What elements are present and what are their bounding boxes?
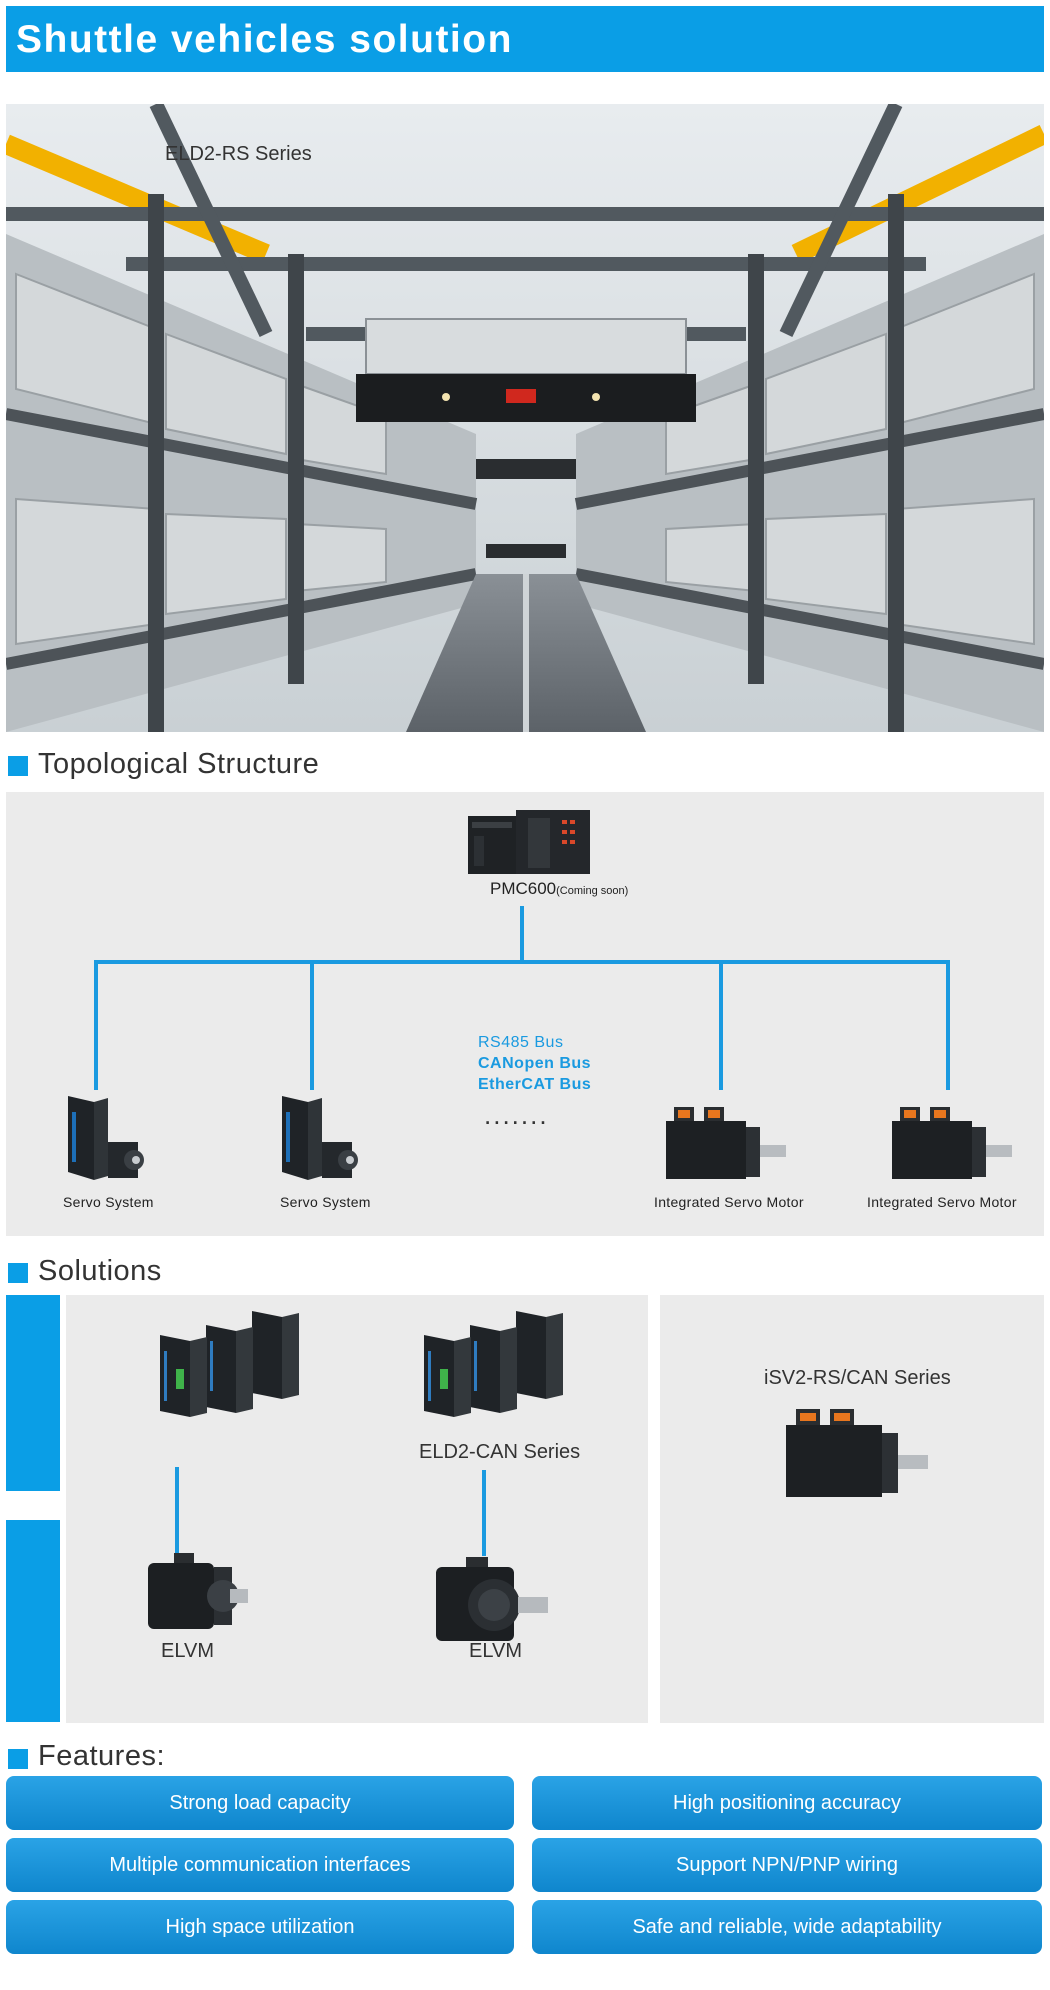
device-caption-2: Servo System: [280, 1194, 371, 1210]
solution-motor-title-1: ELVM: [161, 1640, 214, 1662]
feature-multiple-communication-interfaces: Multiple communication interfaces: [6, 1838, 514, 1892]
device-caption-4: Integrated Servo Motor: [867, 1194, 1017, 1210]
solution-driver-title-2: ELD2-CAN Series: [419, 1441, 581, 1463]
controller-device-icon: [468, 810, 590, 874]
page-title: Shuttle vehicles solution: [16, 18, 513, 61]
solutions-left-panel: ELD2-RS Series ELVM ELD2-CAN Series ELVM: [66, 143, 648, 1723]
device-caption-1: Servo System: [63, 1194, 154, 1210]
elvm-motor-icon: [148, 1553, 248, 1629]
bus-ethercat: EtherCAT Bus: [478, 1076, 592, 1093]
connector-line-2: [482, 1470, 486, 1556]
eld2-can-drivers-icon: [424, 1311, 563, 1417]
solution-side-tab-bottom: [6, 1520, 60, 1722]
connector-line-1: [175, 1467, 179, 1553]
solutions-right-panel: iSV2-RS/CAN Series: [660, 1295, 1044, 1723]
bus-canopen: CANopen Bus: [478, 1055, 592, 1072]
solution-motor-title-2: ELVM: [469, 1640, 522, 1662]
feature-high-positioning-accuracy: High positioning accuracy: [532, 1776, 1042, 1830]
solution-side-tab-top: [6, 1295, 60, 1491]
controller-name: PMC600: [490, 879, 557, 898]
section-title-topology: Topological Structure: [38, 748, 320, 780]
elvm-motor-icon: [436, 1557, 548, 1641]
solution-integrated-title: iSV2-RS/CAN Series: [764, 1367, 951, 1389]
servo-system-icon: [68, 1096, 144, 1180]
eld2-rs-drivers-icon: [160, 1311, 299, 1417]
section-marker: [8, 1263, 28, 1283]
page-title-bar: Shuttle vehicles solution: [6, 6, 1044, 72]
isv2-integrated-motor-icon: [786, 1409, 928, 1497]
bus-diagram: [94, 906, 950, 1090]
section-marker: [8, 1749, 28, 1769]
feature-support-npn-pnp-wiring: Support NPN/PNP wiring: [532, 1838, 1042, 1892]
topology-panel: PMC600(Coming soon) RS485 Bus CANopen Bu…: [6, 792, 1044, 1236]
warehouse-illustration: [6, 104, 1044, 732]
solution-driver-title-1: ELD2-RS Series: [165, 143, 312, 165]
section-title-solutions: Solutions: [38, 1255, 162, 1287]
controller-note: (Coming soon): [556, 885, 629, 897]
bus-list: RS485 Bus CANopen Bus EtherCAT Bus: [478, 1032, 591, 1095]
section-title-features: Features:: [38, 1740, 165, 1772]
servo-system-icon: [282, 1096, 358, 1180]
integrated-servo-motor-icon: [892, 1107, 1012, 1179]
device-caption-3: Integrated Servo Motor: [654, 1194, 804, 1210]
feature-strong-load-capacity: Strong load capacity: [6, 1776, 514, 1830]
hero-photo: [6, 104, 1044, 732]
feature-high-space-utilization: High space utilization: [6, 1900, 514, 1954]
integrated-servo-motor-icon: [666, 1107, 786, 1179]
bus-rs485: RS485 Bus: [478, 1034, 564, 1051]
section-marker: [8, 756, 28, 776]
feature-safe-and-reliable: Safe and reliable, wide adaptability: [532, 1900, 1042, 1954]
controller-label: PMC600(Coming soon): [490, 879, 628, 899]
more-devices-ellipsis: .......: [484, 1100, 549, 1130]
